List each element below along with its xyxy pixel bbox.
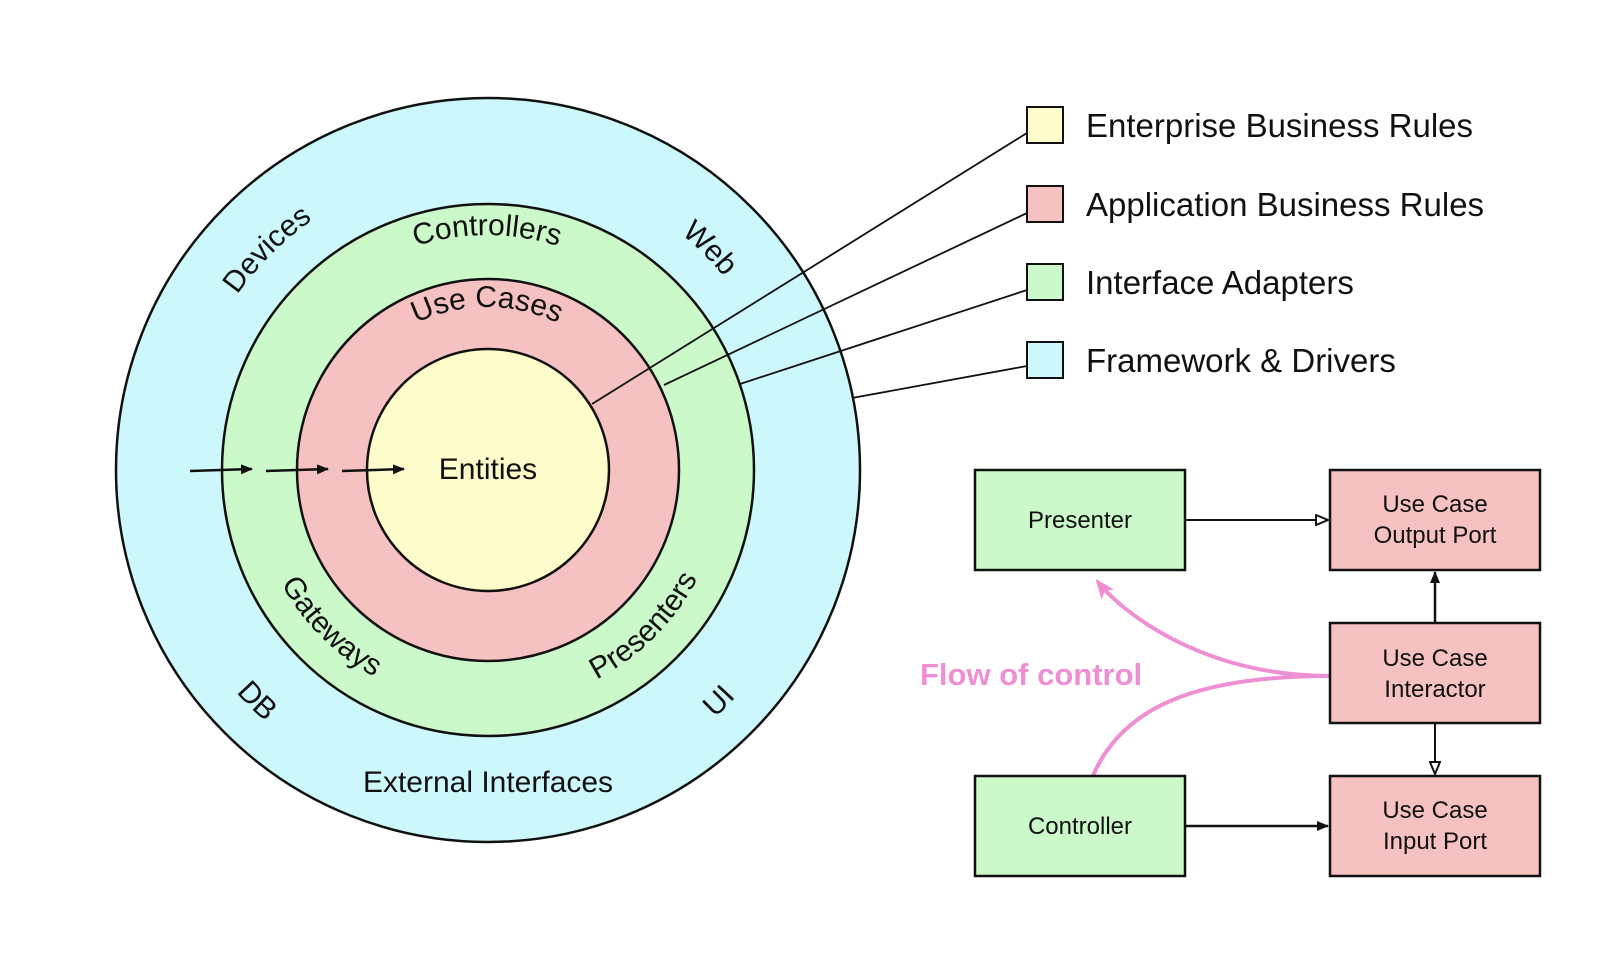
legend-connector-frameworks <box>851 365 1028 399</box>
legend-swatch-enterprise <box>1026 106 1064 144</box>
legend-swatch-application <box>1026 185 1064 223</box>
legend-connector-adapters <box>739 289 1028 385</box>
legend: Enterprise Business Rules Application Bu… <box>1026 106 1484 379</box>
legend-swatch-adapters <box>1026 263 1064 301</box>
interactor-box-label-2: Interactor <box>1384 676 1485 703</box>
legend-label-frameworks: Framework & Drivers <box>1086 342 1396 379</box>
flow-curve-lower <box>1090 674 1331 779</box>
controller-box-label: Controller <box>1028 813 1132 840</box>
entities-label: Entities <box>439 453 537 486</box>
output-port-box-label-1: Use Case <box>1382 491 1487 518</box>
input-port-box-label-1: Use Case <box>1382 797 1487 824</box>
legend-connector-enterprise <box>591 132 1028 405</box>
dependency-arrow <box>341 464 405 475</box>
legend-label-adapters: Interface Adapters <box>1086 264 1354 301</box>
controller-box <box>973 774 1187 878</box>
presenter-box-label: Presenter <box>1028 507 1132 534</box>
flow-curve-upper <box>1095 578 1331 678</box>
output-port-box-label-2: Output Port <box>1374 522 1497 549</box>
dependency-arrow <box>189 464 253 475</box>
legend-swatch-frameworks <box>1026 341 1064 379</box>
interactor-box-label-1: Use Case <box>1382 645 1487 672</box>
legend-label-application: Application Business Rules <box>1086 186 1484 223</box>
output-port-box <box>1328 468 1542 572</box>
external-interfaces-label: External Interfaces <box>363 766 613 799</box>
input-port-box <box>1328 774 1542 878</box>
interactor-box <box>1328 621 1542 725</box>
flow-of-control-label: Flow of control <box>920 657 1142 692</box>
input-port-box-label-2: Input Port <box>1383 828 1487 855</box>
legend-label-enterprise: Enterprise Business Rules <box>1086 107 1473 144</box>
dependency-arrow <box>265 464 329 475</box>
legend-connector-application <box>663 212 1028 386</box>
